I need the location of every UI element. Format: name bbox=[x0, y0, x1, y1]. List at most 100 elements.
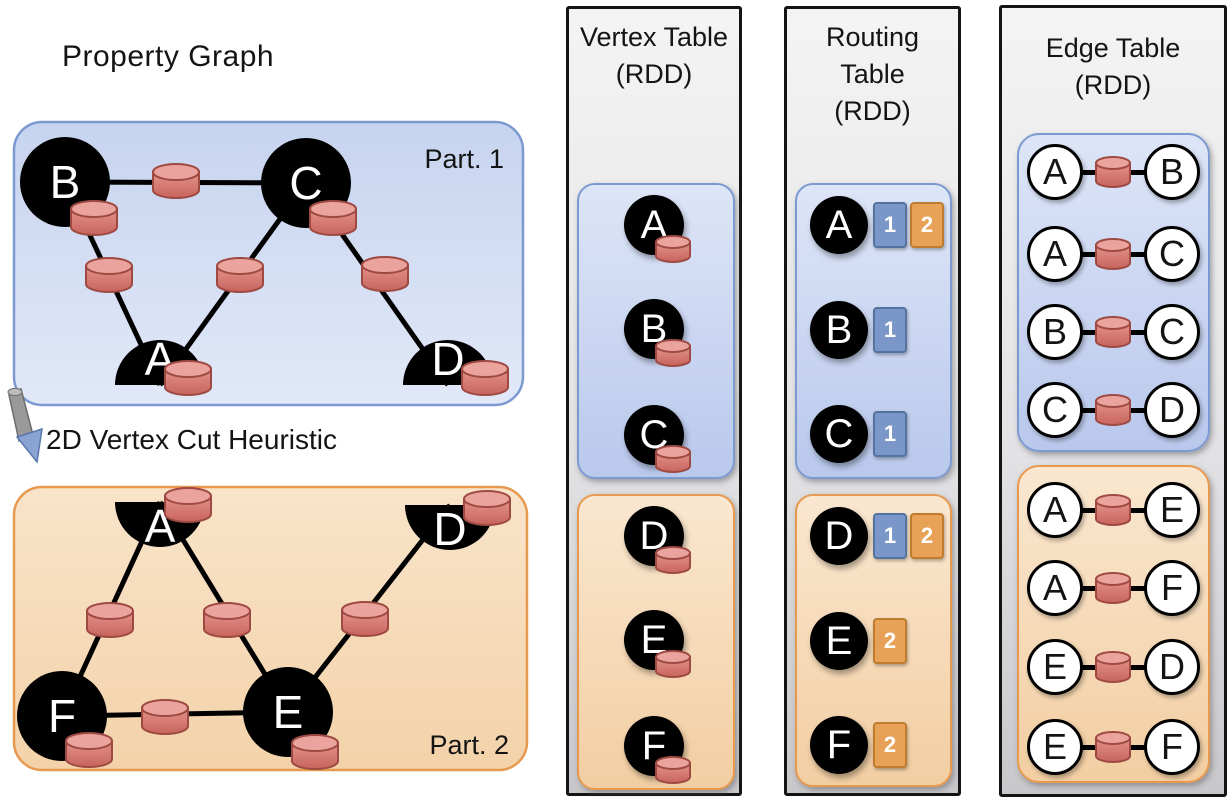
property-cylinder-icon bbox=[341, 601, 389, 637]
edge-src-vertex-C: C bbox=[1027, 382, 1083, 438]
property-cylinder-icon bbox=[655, 546, 691, 574]
routing-entry-B: B bbox=[810, 301, 868, 359]
partition-ref-tag-2: 2 bbox=[873, 722, 907, 768]
edge-table-title: Edge Table (RDD) bbox=[1002, 8, 1224, 104]
property-graph-title: Property Graph bbox=[62, 40, 275, 73]
vertex-id-label: D bbox=[431, 333, 464, 385]
vertex-id-label: C bbox=[289, 157, 322, 209]
vertex-table-entry-A: A bbox=[624, 195, 684, 255]
property-cylinder-icon bbox=[655, 650, 691, 678]
vertex-id-label: A bbox=[1042, 567, 1067, 608]
property-cylinder-icon bbox=[1095, 156, 1131, 188]
property-cylinder-icon bbox=[1095, 651, 1131, 683]
partition-ref-tag-2: 2 bbox=[910, 202, 944, 248]
property-cylinder-icon bbox=[1095, 156, 1131, 188]
vertex-id-label: B bbox=[50, 156, 81, 208]
property-cylinder-icon bbox=[463, 490, 511, 526]
edge-src-vertex-A: A bbox=[1027, 226, 1083, 282]
partition-ref-tag-1: 1 bbox=[873, 202, 907, 248]
column-title-line: Vertex Table bbox=[579, 22, 729, 52]
property-cylinder-icon bbox=[1095, 572, 1131, 604]
property-cylinder-icon bbox=[309, 200, 357, 236]
vertex-id-label: A bbox=[1042, 489, 1067, 530]
column-title-line: Table bbox=[840, 59, 905, 89]
partition-label: Part. 2 bbox=[429, 730, 509, 760]
column-title-line: Edge Table bbox=[1045, 33, 1181, 63]
vertex-id-label: D bbox=[433, 503, 466, 555]
property-cylinder-icon bbox=[655, 756, 691, 784]
vertex-cut-arrow-icon bbox=[7, 387, 43, 464]
routing-entry-C: C bbox=[810, 405, 868, 463]
routing-entry-D: D bbox=[810, 507, 868, 565]
vertex-id-label: A bbox=[1042, 233, 1067, 274]
property-cylinder-icon bbox=[655, 339, 691, 367]
property-cylinder-icon bbox=[1095, 572, 1131, 604]
property-cylinder-icon bbox=[461, 360, 509, 396]
vertex-id-label: E bbox=[1159, 489, 1184, 530]
edge-src-vertex-A: A bbox=[1027, 144, 1083, 200]
routing-entry-F: F bbox=[810, 716, 868, 774]
column-title-line: (RDD) bbox=[615, 59, 693, 89]
edge-src-vertex-A: A bbox=[1027, 482, 1083, 538]
partition-panel bbox=[12, 485, 529, 772]
heuristic-label: 2D Vertex Cut Heuristic bbox=[46, 424, 337, 455]
property-cylinder-icon bbox=[655, 445, 691, 473]
edge-dst-vertex-D: D bbox=[1144, 382, 1200, 438]
vertex-id-label: F bbox=[1161, 726, 1183, 767]
edge-src-vertex-B: B bbox=[1027, 304, 1083, 360]
vertex-id-label: C bbox=[1042, 389, 1068, 430]
vertex-id-label: F bbox=[48, 690, 76, 742]
partition-ref-tag-2: 2 bbox=[873, 618, 907, 664]
vertex-id-label: E bbox=[825, 618, 853, 663]
edge-src-vertex-E: E bbox=[1027, 719, 1083, 775]
column-title-line: (RDD) bbox=[1074, 70, 1152, 100]
property-cylinder-icon bbox=[141, 699, 189, 735]
property-cylinder-icon bbox=[1095, 238, 1131, 270]
vertex-id-label: E bbox=[273, 686, 304, 738]
vertex-table-entry-E: E bbox=[624, 610, 684, 670]
vertex-id-label: D bbox=[1159, 389, 1185, 430]
vertex-id-label: E bbox=[1042, 726, 1067, 767]
property-cylinder-icon bbox=[1095, 651, 1131, 683]
vertex-id-label: B bbox=[825, 307, 853, 352]
vertex-id-label: C bbox=[1159, 233, 1185, 274]
vertex-id-label: C bbox=[1159, 311, 1185, 352]
column-title-line: Routing bbox=[825, 22, 920, 52]
edge-dst-vertex-C: C bbox=[1144, 226, 1200, 282]
vertex-id-label: E bbox=[1042, 646, 1067, 687]
property-cylinder-icon bbox=[655, 546, 691, 574]
vertex-id-label: A bbox=[825, 202, 853, 247]
property-cylinder-icon bbox=[655, 235, 691, 263]
edge-dst-vertex-B: B bbox=[1144, 144, 1200, 200]
property-cylinder-icon bbox=[655, 756, 691, 784]
edge-dst-vertex-C: C bbox=[1144, 304, 1200, 360]
vertex-id-label: F bbox=[1161, 567, 1183, 608]
property-cylinder-icon bbox=[361, 256, 409, 292]
partition-label: Part. 1 bbox=[424, 144, 504, 174]
vertex-id-label: B bbox=[1159, 151, 1184, 192]
property-cylinder-icon bbox=[152, 163, 200, 199]
property-cylinder-icon bbox=[1095, 394, 1131, 426]
property-cylinder-icon bbox=[655, 235, 691, 263]
edge-dst-vertex-D: D bbox=[1144, 639, 1200, 695]
property-cylinder-icon bbox=[86, 602, 134, 638]
vertex-table-title: Vertex Table (RDD) bbox=[569, 9, 739, 93]
edge-dst-vertex-F: F bbox=[1144, 560, 1200, 616]
property-cylinder-icon bbox=[655, 650, 691, 678]
property-cylinder-icon bbox=[216, 257, 264, 293]
vertex-id-label: B bbox=[1042, 311, 1067, 352]
property-cylinder-icon bbox=[1095, 731, 1131, 763]
vertex-id-label: C bbox=[824, 411, 854, 456]
property-cylinder-icon bbox=[164, 360, 212, 396]
property-cylinder-icon bbox=[291, 734, 339, 770]
property-cylinder-icon bbox=[65, 732, 113, 768]
edge-src-vertex-A: A bbox=[1027, 560, 1083, 616]
